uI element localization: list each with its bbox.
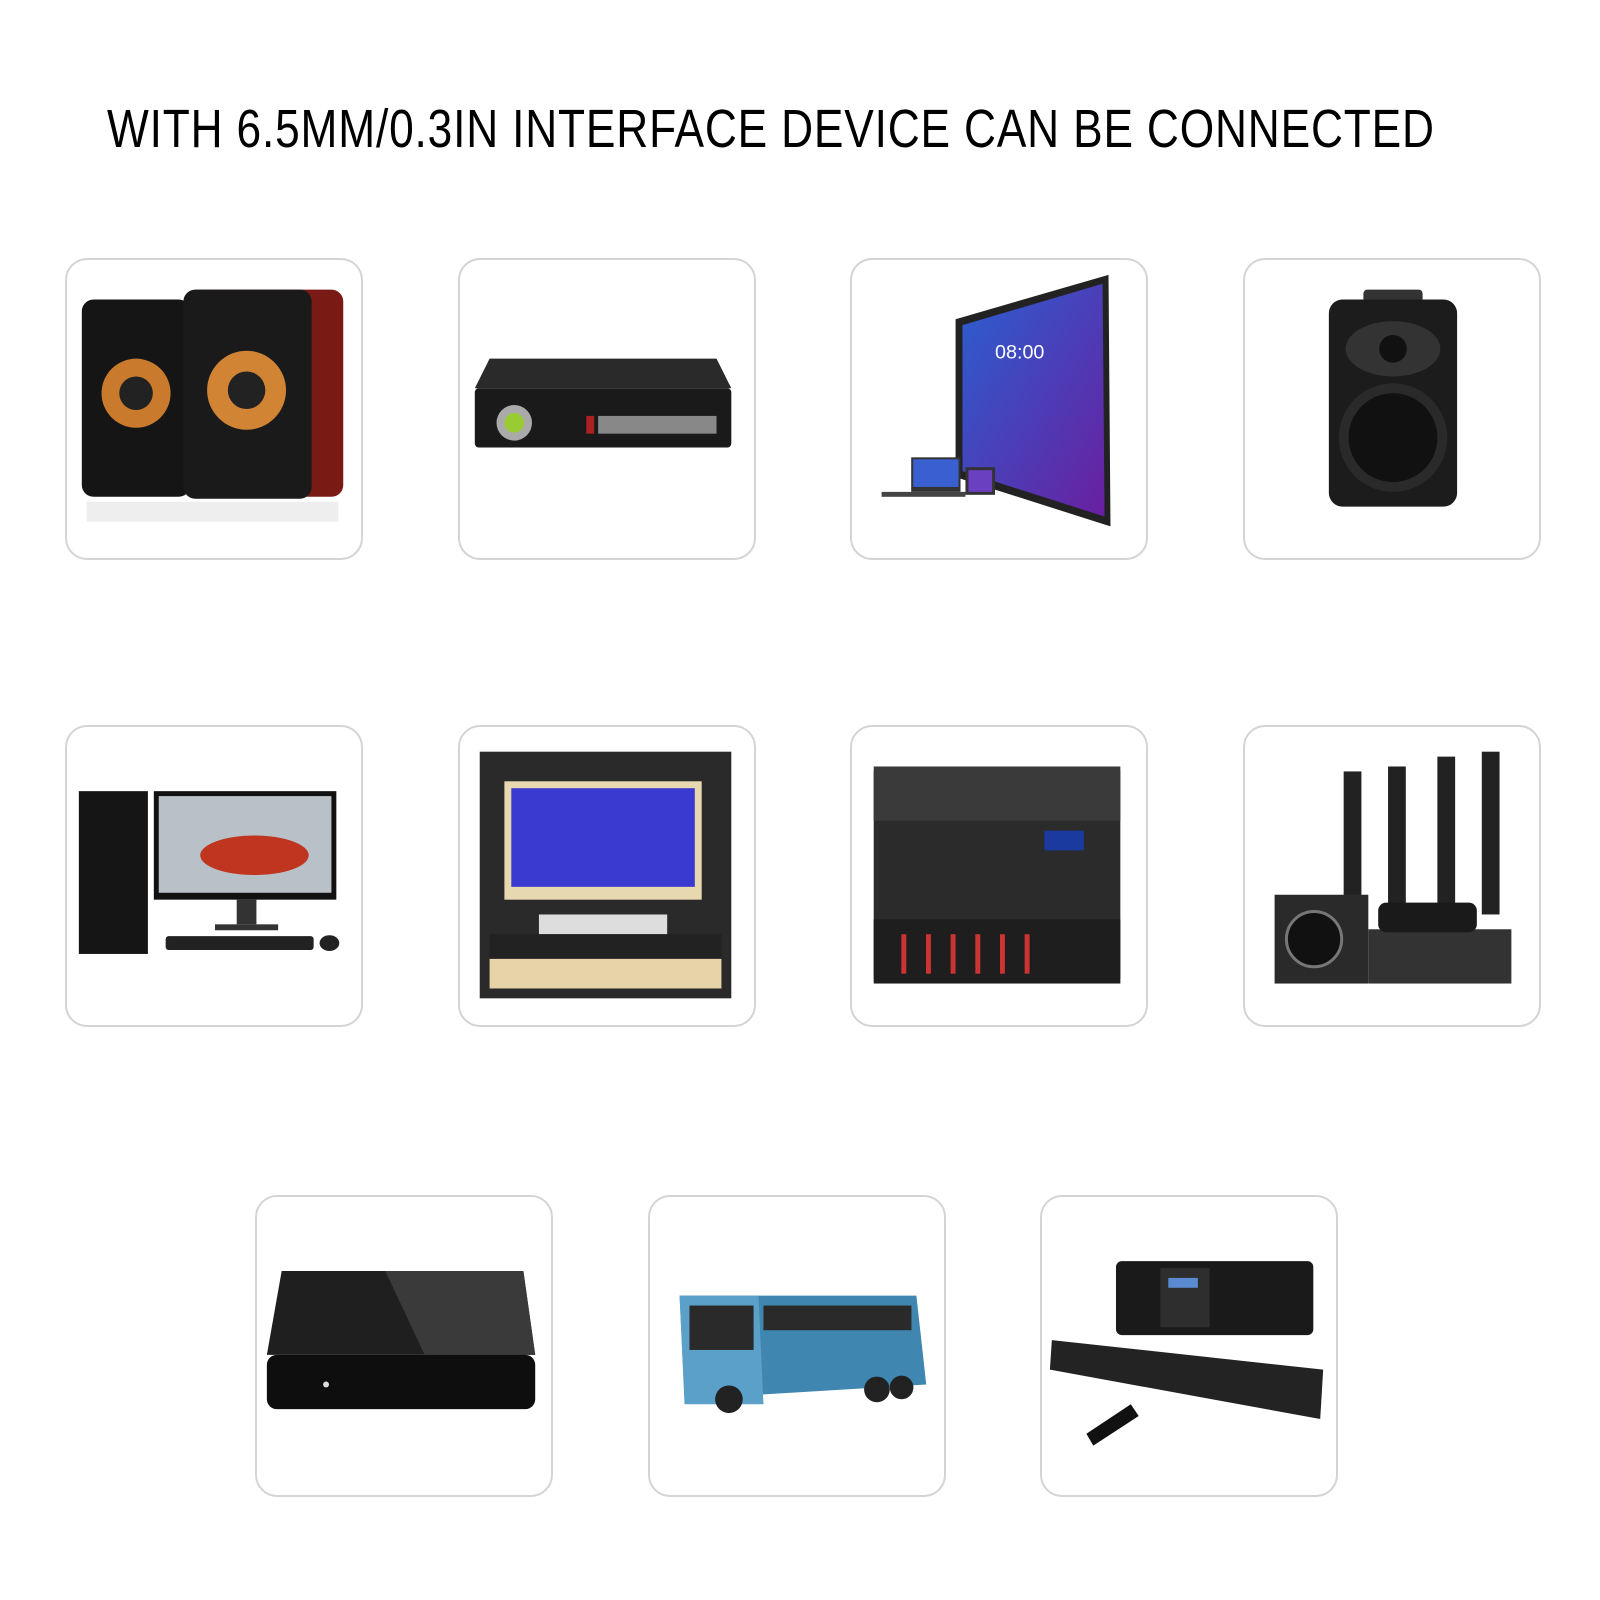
bus-icon [679, 1295, 927, 1414]
page-headline: WITH 6.5MM/0.3IN INTERFACE DEVICE CAN BE… [107, 99, 1435, 159]
pa-speaker-icon [1328, 289, 1458, 507]
device-card-speakers [65, 258, 363, 560]
home-theater-icon [1274, 751, 1512, 984]
device-card-tv-box [255, 1195, 553, 1497]
device-card-tv: 08:00 [850, 258, 1148, 560]
device-card-home-theater [1243, 725, 1541, 1027]
projector-icon [474, 358, 732, 448]
bookshelf-speakers-icon [81, 289, 344, 522]
desktop-computer-icon [78, 791, 340, 954]
soundbar-icon [1049, 1261, 1324, 1446]
tv-screen-time: 08:00 [995, 342, 1044, 364]
karaoke-system-icon [479, 751, 732, 999]
device-card-pa-speaker [1243, 258, 1541, 560]
audio-mixer-icon [873, 766, 1121, 984]
device-card-bus [648, 1195, 946, 1497]
device-card-soundbar [1040, 1195, 1338, 1497]
device-card-projector [458, 258, 756, 560]
tv-box-icon [266, 1271, 536, 1410]
device-card-mixer [850, 725, 1148, 1027]
smart-tv-icon: 08:00 [881, 274, 1111, 527]
device-card-computer [65, 725, 363, 1027]
device-card-karaoke [458, 725, 756, 1027]
